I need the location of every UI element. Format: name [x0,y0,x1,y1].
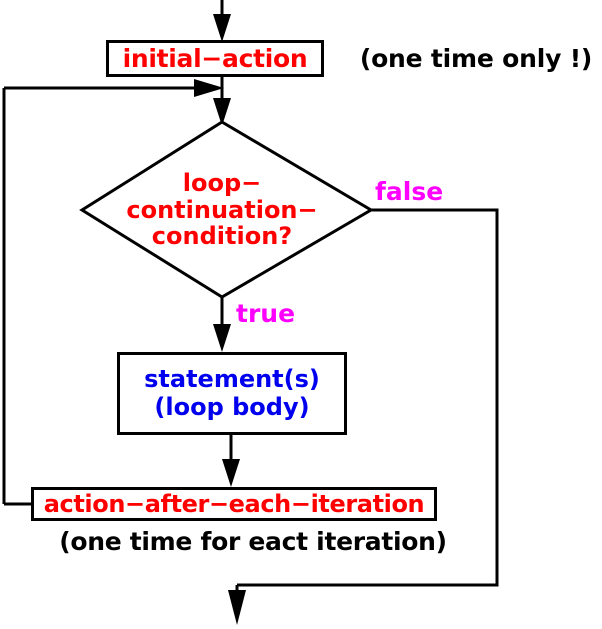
node-action-after-each-iteration[interactable]: action−after−each−iteration [31,487,437,521]
node-condition[interactable]: loop− continuation− condition? [118,160,326,260]
node-statement-line2: (loop body) [154,392,310,421]
annotation-action-note: (one time for eact iteration) [33,525,473,559]
node-action-after-each-iteration-label: action−after−each−iteration [43,489,425,518]
loopback-arrowhead-icon [194,79,224,97]
annotation-action-note-label: (one time for eact iteration) [59,527,447,556]
entry-arrowhead-icon [213,14,231,42]
true-branch-arrowhead-icon [213,324,231,352]
statement-to-action-arrowhead-icon [222,459,240,487]
annotation-initial-action-note: (one time only !) [352,41,600,77]
node-statement[interactable]: statement(s) (loop body) [117,352,347,435]
annotation-initial-action-note-label: (one time only !) [359,44,593,73]
exit-arrowhead-icon [228,590,246,625]
initial-to-condition-arrowhead-icon [213,98,231,126]
false-branch-path [237,208,499,587]
node-condition-line1: loop− [182,168,262,197]
edge-label-true: true [236,299,296,328]
edge-label-false: false [375,177,444,206]
node-statement-line1: statement(s) [144,364,320,393]
node-initial-action[interactable]: initial−action [106,40,324,77]
node-initial-action-label: initial−action [122,43,308,73]
node-condition-line3: condition? [151,222,293,251]
node-condition-line2: continuation− [126,195,318,224]
